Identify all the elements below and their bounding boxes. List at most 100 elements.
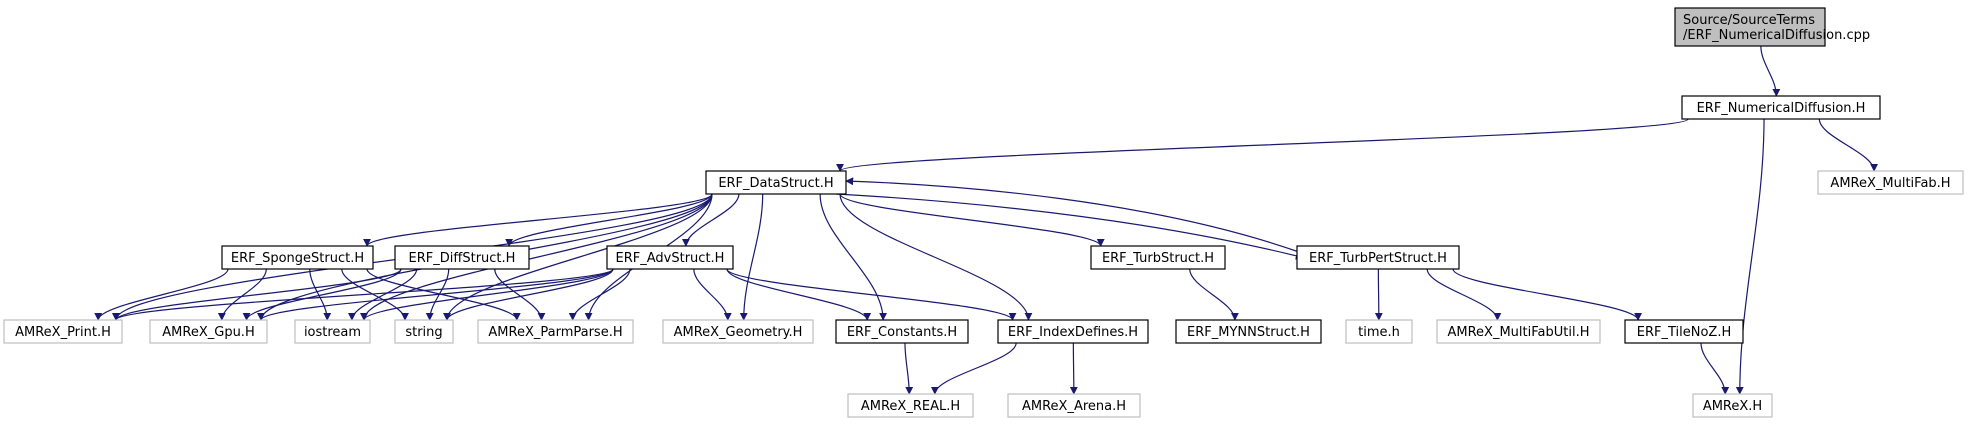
node-print: AMReX_Print.H	[3, 319, 123, 344]
node-box	[149, 319, 268, 344]
edge-turbpert-to-datastruct	[845, 177, 1300, 253]
node-label: ERF_Constants.H	[847, 325, 957, 340]
node-box	[394, 319, 454, 344]
edge-line	[681, 193, 740, 247]
edge-adv-to-constants	[726, 268, 872, 321]
node-adv[interactable]: ERF_AdvStruct.H	[606, 245, 734, 270]
edge-sponge-to-gpu	[217, 268, 267, 321]
edge-adv-to-string	[443, 268, 614, 321]
edge-line	[505, 193, 713, 247]
edge-adv-to-print	[112, 268, 614, 321]
edge-numdiff-to-amrex	[1735, 118, 1765, 395]
node-string: string	[394, 319, 454, 344]
node-multifab: AMReX_MultiFab.H	[1817, 170, 1964, 195]
node-label: AMReX_MultiFabUtil.H	[1448, 325, 1590, 340]
node-label: AMReX.H	[1703, 399, 1762, 414]
edge-line	[1452, 268, 1643, 321]
node-label: Source/SourceTerms	[1683, 13, 1815, 28]
edges-layer	[94, 45, 1879, 395]
edge-line	[568, 268, 631, 321]
edge-datastruct-to-diff	[505, 193, 713, 247]
node-label: ERF_DataStruct.H	[718, 176, 833, 191]
node-real: AMReX_REAL.H	[847, 393, 974, 418]
nodes-layer: Source/SourceTerms/ERF_NumericalDiffusio…	[3, 7, 1964, 418]
edge-line	[904, 342, 914, 395]
edge-adv-to-geometry	[693, 268, 732, 321]
edge-line	[347, 268, 418, 321]
edge-indexdef-to-arena	[1069, 342, 1078, 395]
edge-diff-to-gpu	[242, 268, 402, 321]
edge-line	[835, 193, 1304, 260]
node-label: string	[405, 325, 442, 340]
edge-turbpert-to-multifabutil	[1426, 268, 1502, 321]
node-box	[1692, 393, 1773, 418]
node-box	[606, 245, 734, 270]
edge-line	[363, 193, 713, 247]
edge-line	[360, 193, 713, 321]
edge-line	[739, 193, 764, 321]
node-label: AMReX_ParmParse.H	[488, 325, 622, 340]
node-turbpert[interactable]: ERF_TurbPertStruct.H	[1296, 245, 1460, 270]
node-constants[interactable]: ERF_Constants.H	[835, 319, 969, 344]
edge-datastruct-to-adv	[681, 193, 740, 247]
edge-line	[1735, 118, 1765, 395]
node-label: ERF_TileNoZ.H	[1637, 325, 1731, 340]
edge-numdiff-to-datastruct	[836, 118, 1689, 172]
edge-line	[1818, 118, 1879, 172]
node-box	[705, 170, 847, 195]
node-label: ERF_TurbStruct.H	[1102, 251, 1214, 266]
edge-adv-to-parmparse	[568, 268, 631, 321]
node-turb[interactable]: ERF_TurbStruct.H	[1090, 245, 1226, 270]
edge-line	[1069, 342, 1078, 395]
node-indexdef[interactable]: ERF_IndexDefines.H	[997, 319, 1149, 344]
edge-line	[112, 268, 614, 321]
node-tilenoz[interactable]: ERF_TileNoZ.H	[1624, 319, 1744, 344]
node-diff[interactable]: ERF_DiffStruct.H	[394, 245, 530, 270]
node-mynn[interactable]: ERF_MYNNStruct.H	[1175, 319, 1322, 344]
node-label: AMReX_Print.H	[15, 325, 111, 340]
edge-turbpert-to-time	[1374, 268, 1383, 321]
node-box	[1681, 95, 1881, 120]
edge-line	[257, 268, 614, 321]
node-root[interactable]: Source/SourceTerms/ERF_NumericalDiffusio…	[1674, 7, 1870, 47]
node-iostream: iostream	[294, 319, 371, 344]
edge-diff-to-parmparse	[494, 268, 546, 321]
node-numdiff[interactable]: ERF_NumericalDiffusion.H	[1681, 95, 1881, 120]
edge-sponge-to-print	[94, 268, 229, 321]
node-box	[1296, 245, 1460, 270]
edge-line	[819, 193, 888, 321]
edge-line	[112, 268, 402, 321]
edge-diff-to-iostream	[347, 268, 418, 321]
node-label: ERF_SpongeStruct.H	[231, 251, 364, 266]
node-box	[1674, 7, 1826, 47]
node-datastruct[interactable]: ERF_DataStruct.H	[705, 170, 847, 195]
node-box	[3, 319, 123, 344]
edge-sponge-to-iostream	[309, 268, 332, 321]
edge-line	[443, 268, 614, 321]
node-box	[1817, 170, 1964, 195]
node-label: AMReX_REAL.H	[861, 399, 960, 414]
edge-line	[94, 268, 229, 321]
node-box	[1007, 393, 1141, 418]
node-sponge[interactable]: ERF_SpongeStruct.H	[221, 245, 374, 270]
edge-adv-to-iostream	[360, 268, 614, 321]
node-label: AMReX_Gpu.H	[162, 325, 254, 340]
edge-root-to-numdiff	[1760, 45, 1781, 97]
node-label: time.h	[1358, 325, 1400, 340]
edge-datastruct-to-sponge	[363, 193, 713, 247]
node-label: AMReX_Arena.H	[1022, 399, 1126, 414]
node-geometry: AMReX_Geometry.H	[662, 319, 814, 344]
edge-line	[836, 118, 1689, 172]
node-label: AMReX_MultiFab.H	[1830, 176, 1950, 191]
node-arena: AMReX_Arena.H	[1007, 393, 1141, 418]
edge-datastruct-to-string	[443, 193, 713, 321]
edge-datastruct-to-turbpert	[835, 193, 1304, 260]
edge-line	[242, 268, 402, 321]
node-parmparse: AMReX_ParmParse.H	[477, 319, 634, 344]
edge-datastruct-to-geometry	[739, 193, 764, 321]
node-time: time.h	[1345, 319, 1413, 344]
edge-line	[443, 193, 713, 321]
edge-line	[839, 193, 1105, 247]
node-label: /ERF_NumericalDiffusion.cpp	[1683, 28, 1870, 43]
